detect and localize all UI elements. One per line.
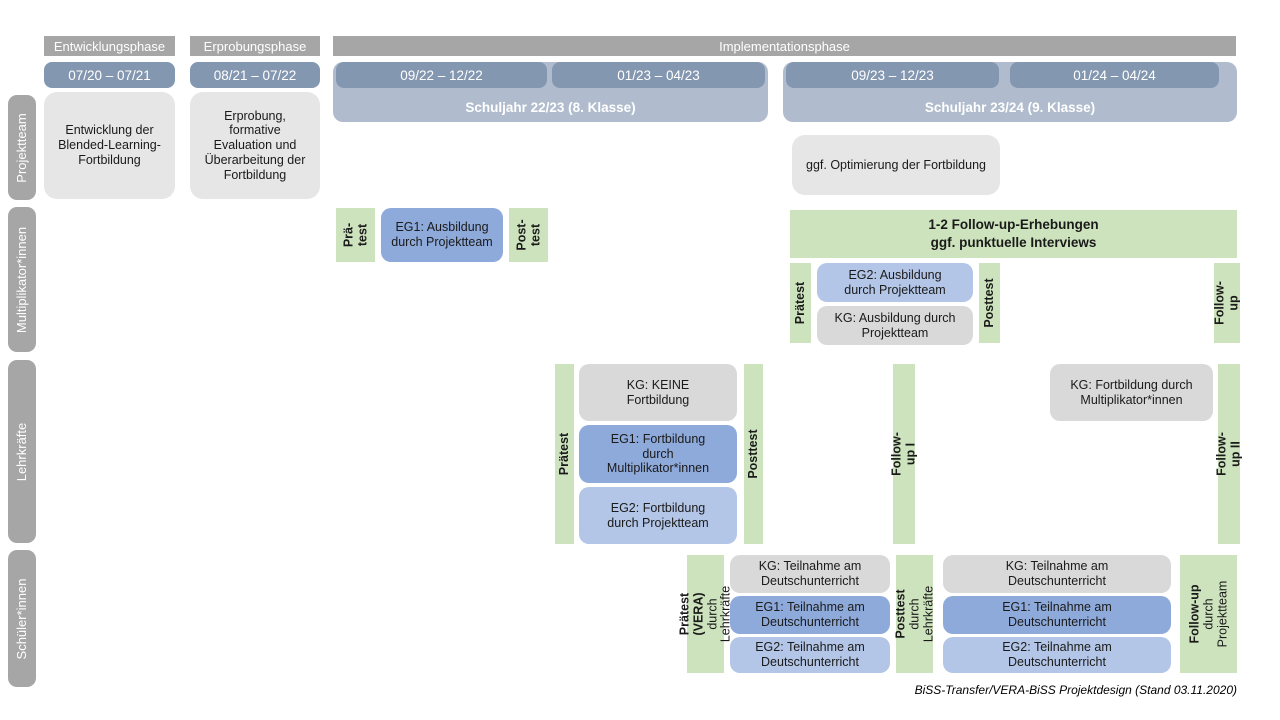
period-bar-0123-0423: 01/23 – 04/23 <box>552 62 765 88</box>
row-label-lehrkraefte: Lehrkräfte <box>8 360 36 543</box>
praetest-vera-schueler-text: Prätest (VERA)durch Lehrkräfte <box>677 585 733 643</box>
box-kg-deutschunterricht-rechts: KG: Teilnahme am Deutschunterricht <box>943 555 1171 593</box>
followup-schueler-title: Follow-up <box>1186 584 1201 644</box>
posttest-bar-lehrkraefte: Posttest <box>744 364 763 544</box>
box-eg1-fortbildung-multiplikatoren: EG1: Fortbildung durch Multiplikator*inn… <box>579 425 737 483</box>
period-0720-0721-text: 07/20 – 07/21 <box>68 67 151 83</box>
period-bar-0720-0721: 07/20 – 07/21 <box>44 62 175 88</box>
followup-erhebungen-banner: 1-2 Follow-up-Erhebungen ggf. punktuelle… <box>790 210 1237 258</box>
row-label-lehrkraefte-text: Lehrkräfte <box>13 422 29 481</box>
posttest-multiplikatoren-2-text: Posttest <box>981 278 996 328</box>
posttest-bar-multiplikatoren-2: Posttest <box>979 263 1000 343</box>
followup-multiplikatoren-text: Follow-up <box>1212 281 1240 325</box>
praetest-vera-title: Prätest (VERA) <box>677 592 705 636</box>
box-kg-deutschunterricht-links: KG: Teilnahme am Deutschunterricht <box>730 555 890 593</box>
caption-projektdesign: BiSS-Transfer/VERA-BiSS Projektdesign (S… <box>914 683 1237 697</box>
praetest-vera-sub: durch Lehrkräfte <box>704 585 733 643</box>
row-label-projektteam-text: Projektteam <box>13 112 29 183</box>
period-bar-0923-1223: 09/23 – 12/23 <box>786 62 999 88</box>
row-label-multiplikatorinnen: Multiplikator*innen <box>8 207 36 352</box>
box-eg1-deutschunterricht-rechts: EG1: Teilnahme am Deutschunterricht <box>943 596 1171 634</box>
row-label-projektteam: Projektteam <box>8 95 36 200</box>
posttest-lehrkraefte-text: Posttest <box>745 429 760 479</box>
box-eg2-ausbildung-projektteam: EG2: Ausbildung durch Projektteam <box>817 263 973 302</box>
box-eg2-deutschunterricht-rechts: EG2: Teilnahme am Deutschunterricht <box>943 637 1171 673</box>
followup2-lehrkraefte-text: Follow-up II <box>1214 432 1242 476</box>
posttest-multiplikatoren-1-text: Post- test <box>513 219 542 251</box>
followup-schueler-sub2: Projektteam <box>1214 580 1229 648</box>
praetest-multiplikatoren-1-text: Prä- test <box>340 222 369 248</box>
phase-header-entwicklungsphase: Entwicklungsphase <box>44 36 175 56</box>
box-kg-fortbildung-multiplikatoren: KG: Fortbildung durch Multiplikator*inne… <box>1050 364 1213 421</box>
period-0124-0424-text: 01/24 – 04/24 <box>1073 67 1156 83</box>
praetest-bar-multiplikatoren-2: Prätest <box>790 263 811 343</box>
box-kg-keine-fortbildung: KG: KEINE Fortbildung <box>579 364 737 421</box>
followup1-lehrkraefte-text: Follow-up I <box>889 432 917 476</box>
period-0123-0423-text: 01/23 – 04/23 <box>617 67 700 83</box>
phase-header-implementationsphase: Implementationsphase <box>333 36 1236 56</box>
phase-header-erprobungsphase: Erprobungsphase <box>190 36 320 56</box>
posttest-schueler-sub: durch Lehrkräfte <box>906 585 935 643</box>
box-eg1-deutschunterricht-links: EG1: Teilnahme am Deutschunterricht <box>730 596 890 634</box>
praetest-lehrkraefte-text: Prätest <box>556 432 571 476</box>
period-bar-0821-0722: 08/21 – 07/22 <box>190 62 320 88</box>
period-0922-1222-text: 09/22 – 12/22 <box>400 67 483 83</box>
followup2-bar-lehrkraefte: Follow-up II <box>1214 364 1242 544</box>
row-label-schuelerinnen-text: Schüler*innen <box>13 578 29 659</box>
posttest-schueler-title: Posttest <box>892 589 907 639</box>
praetest-multiplikatoren-2-text: Prätest <box>792 281 807 325</box>
row-label-schuelerinnen: Schüler*innen <box>8 550 36 687</box>
period-0821-0722-text: 08/21 – 07/22 <box>213 67 297 83</box>
row-label-multiplikatorinnen-text: Multiplikator*innen <box>13 226 29 333</box>
phase-implementationsphase-text: Implementationsphase <box>719 38 850 54</box>
period-bar-0124-0424: 01/24 – 04/24 <box>1010 62 1219 88</box>
phase-erprobungsphase-text: Erprobungsphase <box>203 38 307 54</box>
schoolyear-22-23-label: Schuljahr 22/23 (8. Klasse) <box>465 100 636 115</box>
schoolyear-23-24-label: Schuljahr 23/24 (9. Klasse) <box>924 100 1096 115</box>
box-kg-ausbildung-projektteam: KG: Ausbildung durch Projektteam <box>817 306 973 345</box>
praetest-vera-bar-schueler: Prätest (VERA)durch Lehrkräfte <box>677 555 732 673</box>
period-0923-1223-text: 09/23 – 12/23 <box>851 67 934 83</box>
followup-bar-multiplikatoren: Follow-up <box>1212 263 1240 343</box>
phase-entwicklungsphase-text: Entwicklungsphase <box>53 38 166 54</box>
box-entwicklung-fortbildung: Entwicklung der Blended-Learning-Fortbil… <box>44 92 175 199</box>
followup-schueler-sub1: durch <box>1200 598 1215 630</box>
praetest-bar-lehrkraefte: Prätest <box>555 364 574 544</box>
box-eg2-fortbildung-projektteam: EG2: Fortbildung durch Projektteam <box>579 487 737 544</box>
box-optimierung-fortbildung: ggf. Optimierung der Fortbildung <box>792 135 1000 195</box>
box-eg2-deutschunterricht-links: EG2: Teilnahme am Deutschunterricht <box>730 637 890 673</box>
followup1-bar-lehrkraefte: Follow-up I <box>889 364 917 544</box>
posttest-bar-multiplikatoren-1: Post- test <box>509 208 548 262</box>
praetest-bar-multiplikatoren-1: Prä- test <box>336 208 375 262</box>
period-bar-0922-1222: 09/22 – 12/22 <box>336 62 547 88</box>
box-eg1-ausbildung-projektteam: EG1: Ausbildung durch Projektteam <box>381 208 503 262</box>
box-erprobung-evaluation: Erprobung, formative Evaluation und Über… <box>190 92 320 199</box>
